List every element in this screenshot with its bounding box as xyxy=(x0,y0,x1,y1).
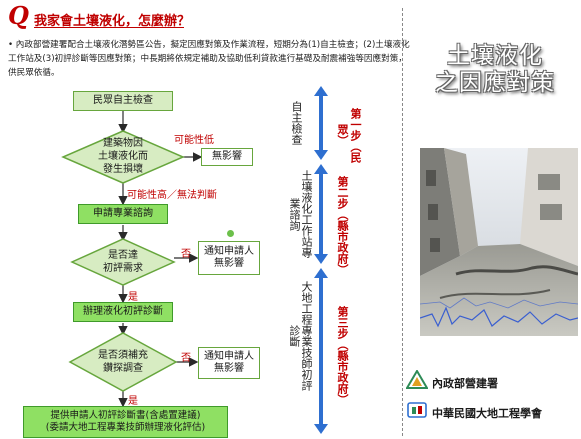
stage-1-step: 第一步（民眾） xyxy=(336,100,362,170)
d1-line-2: 土壤液化而 xyxy=(98,151,148,162)
final-result-box: 提供申請人初評診斷書(含處置建議) (委請大地工程專業技師辦理液化評估) xyxy=(23,406,228,438)
stage-1-actor: 自主檢查 xyxy=(290,101,303,145)
d2-line-2: 初評需求 xyxy=(103,263,143,274)
decision-2-label: 是否達 初評需求 xyxy=(93,249,153,275)
stage-3-arrow-up xyxy=(314,268,328,278)
stage-3-step: 第三步（縣市政府） xyxy=(336,300,349,410)
final-line-2: (委請大地工程專業技師辦理液化評估) xyxy=(45,422,206,433)
d3-line-2: 鑽探調查 xyxy=(103,363,143,374)
cpami-logo-icon xyxy=(406,370,428,389)
outcome-no-effect-2: 通知申請人 無影響 xyxy=(198,241,260,275)
org-geotech-society: 中華民國大地工程學會 xyxy=(432,407,542,420)
stage-3-step-number: 第三步 xyxy=(336,305,349,339)
stage-2-party: （縣市政府） xyxy=(336,208,349,275)
stage-2-arrow-up xyxy=(314,164,328,174)
out3-line-1: 通知申請人 xyxy=(204,351,254,362)
d2-no-label: 否 xyxy=(181,249,191,260)
stage-2-arrow-shaft xyxy=(319,172,323,256)
decision-1-label: 建築物因 土壤液化而 發生損壞 xyxy=(83,137,163,176)
out2-line-1: 通知申請人 xyxy=(204,246,254,257)
side-title-line-1: 土壤液化 xyxy=(447,43,543,69)
d1-yes-label: 可能性高／無法判斷 xyxy=(127,190,217,201)
stage-1-party: （民眾） xyxy=(336,124,362,163)
stage-2-step: 第二步（縣市政府） xyxy=(336,170,349,280)
decision-3-label: 是否須補充 鑽探調查 xyxy=(88,349,158,375)
d1-line-3: 發生損壞 xyxy=(103,164,143,175)
society-logo-icon xyxy=(407,402,427,418)
stage-arrows xyxy=(314,86,328,434)
stage-3-arrow-shaft xyxy=(319,276,323,426)
side-title: 土壤液化 之因應對策 xyxy=(420,43,570,97)
stage-3-actor: 大地工程專業技師初評診斷 xyxy=(288,281,313,391)
stage-2-actor: 土壤液化工作站專業諮詢 xyxy=(288,170,313,258)
d1-line-1: 建築物因 xyxy=(103,138,143,149)
decision-diamond-3 xyxy=(68,332,178,392)
stage-1-arrow-shaft xyxy=(319,94,323,152)
d2-line-1: 是否達 xyxy=(108,250,138,261)
stage-1-step-number: 第一步 xyxy=(349,107,362,141)
side-title-line-2: 之因應對策 xyxy=(435,70,555,96)
page-title: 我家會土壤液化，怎麼辦？ xyxy=(34,14,191,29)
org-cpami: 內政部營建署 xyxy=(432,377,498,390)
d3-no-label: 否 xyxy=(181,353,191,364)
intro-paragraph: • 內政部營建署配合土壤液化潛勢區公告，擬定因應對策及作業流程，短期分為(1)自… xyxy=(8,40,410,78)
consult-box: 申請專業諮詢 xyxy=(78,204,168,224)
liquefaction-photo xyxy=(420,148,578,336)
stage-1-arrow-up xyxy=(314,86,328,96)
outcome-no-effect-1: 無影響 xyxy=(201,148,253,166)
diagnose-box: 辦理液化初評診斷 xyxy=(73,302,173,322)
out2-line-2: 無影響 xyxy=(214,258,244,269)
stage-3-party: （縣市政府） xyxy=(336,338,349,405)
decision-diamond-2 xyxy=(70,238,176,286)
stage-3-arrow-down xyxy=(314,424,328,434)
section-divider xyxy=(402,8,403,436)
outcome-no-effect-3: 通知申請人 無影響 xyxy=(198,347,260,379)
d3-line-1: 是否須補充 xyxy=(98,350,148,361)
flowchart-connectors xyxy=(61,111,203,408)
out3-line-2: 無影響 xyxy=(214,363,244,374)
title-underline xyxy=(34,27,184,28)
connector-dot xyxy=(227,230,234,237)
final-line-1: 提供申請人初評診斷書(含處置建議) xyxy=(50,410,201,421)
start-box: 民眾自主檢查 xyxy=(73,91,173,111)
d2-yes-label: 是 xyxy=(128,292,138,303)
stage-1-arrow-down xyxy=(314,150,328,160)
d1-no-label: 可能性低 xyxy=(174,135,214,146)
stage-2-step-number: 第二步 xyxy=(336,175,349,209)
d3-yes-label: 是 xyxy=(128,396,138,407)
decision-diamond-1 xyxy=(61,130,185,184)
question-mark-icon: Q xyxy=(8,1,29,30)
stage-2-arrow-down xyxy=(314,254,328,264)
